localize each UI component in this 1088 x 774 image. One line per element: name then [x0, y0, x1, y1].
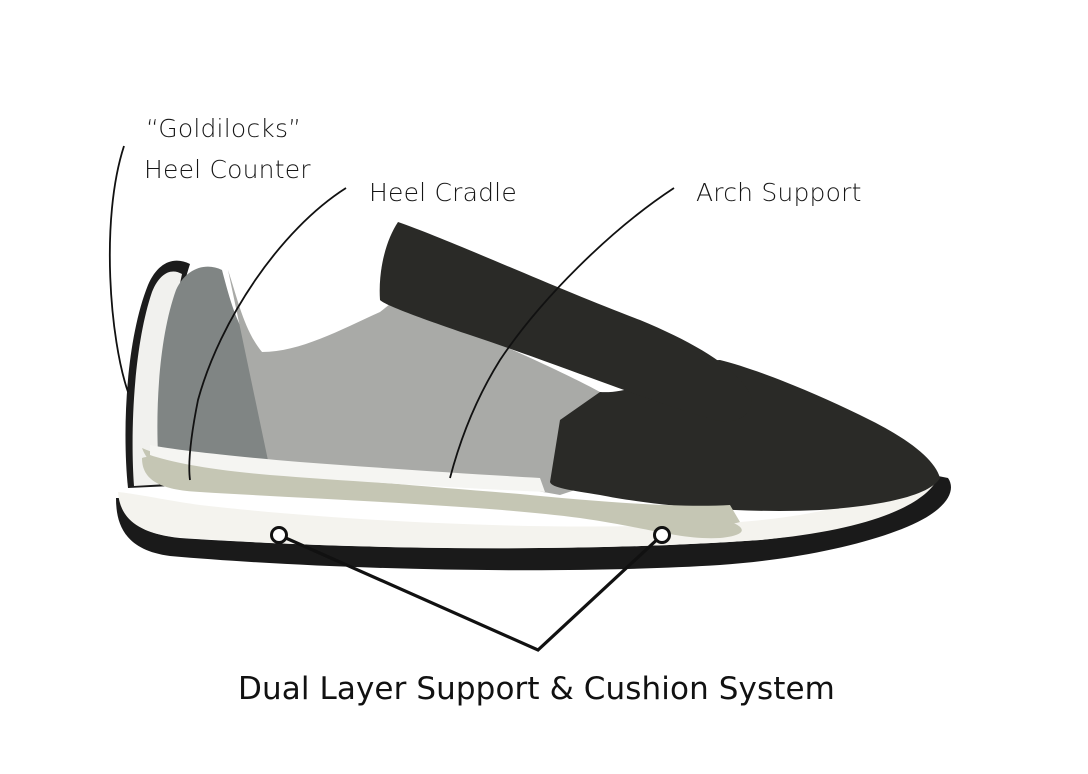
heel-counter-leader	[108, 145, 129, 393]
shoe-illustration	[116, 222, 951, 571]
heel-cradle-leader	[188, 187, 347, 481]
dual-layer-label: Dual Layer Support & Cushion System	[238, 671, 835, 707]
insole	[150, 445, 545, 492]
outsole	[116, 476, 951, 571]
arch-support-label: Arch Support	[696, 178, 862, 207]
leader-lines	[108, 145, 675, 481]
cushion-marker-left	[270, 526, 288, 544]
heel-counter-label-line1: “Goldilocks”	[146, 114, 302, 143]
arch-support-leader	[449, 187, 675, 479]
midsole-body	[142, 448, 740, 525]
heel-lining	[157, 266, 279, 484]
dual-layer-line	[278, 533, 664, 652]
dual-layer-leader	[270, 526, 671, 652]
heel-counter-label-line2: Heel Counter	[144, 155, 311, 184]
heel-cradle-label: Heel Cradle	[369, 178, 517, 207]
upper-grey	[228, 270, 605, 495]
cushion-marker-right	[653, 526, 671, 544]
strap-flap	[379, 222, 752, 422]
